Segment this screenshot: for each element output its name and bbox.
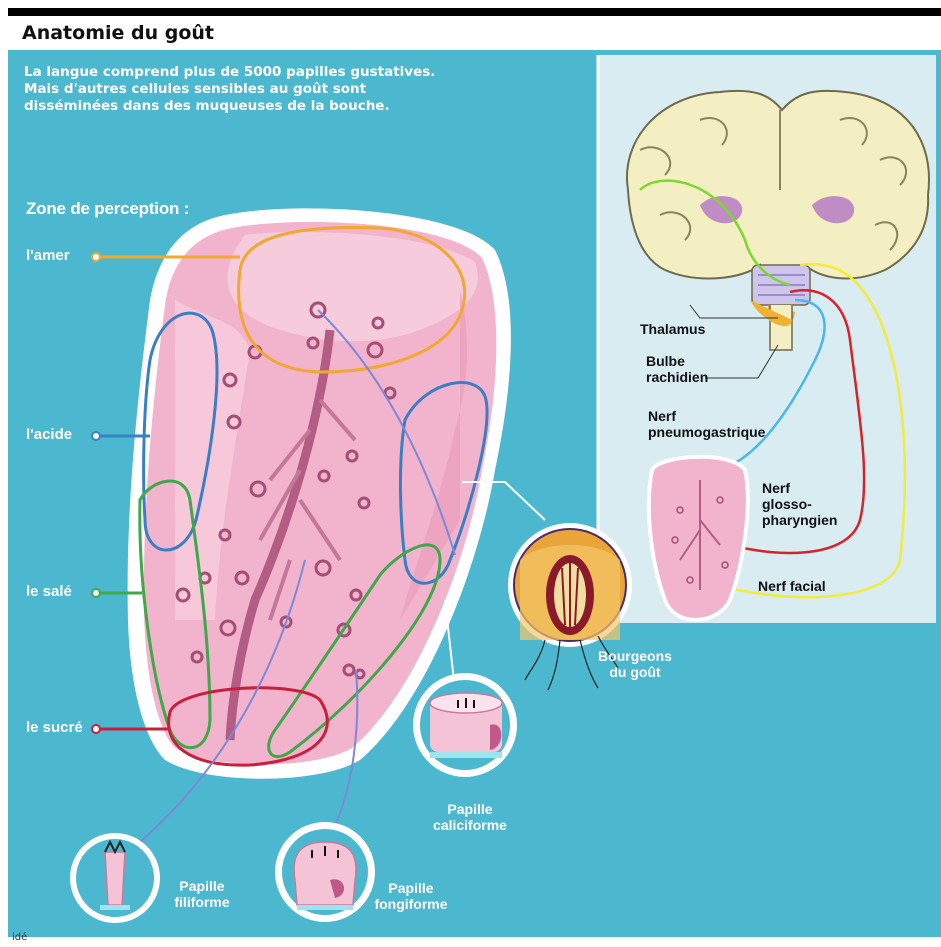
label-papille-fongiforme: Papille fongiforme	[366, 880, 456, 912]
label-thalamus: Thalamus	[640, 321, 705, 337]
label-line: du goût	[585, 664, 685, 680]
credit: idé	[12, 932, 27, 943]
zone-label-amer: l'amer	[26, 247, 70, 264]
label-bourgeons: Bourgeons du goût	[585, 648, 685, 680]
label-line: Bulbe	[646, 353, 708, 369]
label-line: pneumogastrique	[648, 424, 765, 440]
small-tongue	[649, 457, 748, 620]
label-line: Nerf	[762, 480, 837, 496]
label-line: pharyngien	[762, 512, 837, 528]
label-line: Papille	[366, 880, 456, 896]
intro-text: La langue comprend plus de 5000 papilles…	[24, 64, 504, 115]
label-nerf-pneumo: Nerf pneumogastrique	[648, 408, 765, 440]
filiforme-magnifier	[70, 833, 160, 923]
caliciforme-magnifier	[413, 673, 517, 777]
label-line: caliciforme	[420, 817, 520, 833]
zone-label-sucre: le sucré	[26, 719, 83, 736]
label-bulbe: Bulbe rachidien	[646, 353, 708, 385]
fongiforme-magnifier	[275, 822, 375, 922]
zone-label-sale: le salé	[26, 583, 72, 600]
label-line: filiforme	[162, 894, 242, 910]
zone-label-acide: l'acide	[26, 426, 72, 443]
zone-heading: Zone de perception :	[26, 199, 189, 219]
label-nerf-facial: Nerf facial	[758, 578, 826, 594]
label-line: Nerf	[648, 408, 765, 424]
intro-line: disséminées dans des muqueuses de la bou…	[24, 98, 504, 115]
label-line: fongiforme	[366, 896, 456, 912]
label-papille-filiforme: Papille filiforme	[162, 878, 242, 910]
intro-line: La langue comprend plus de 5000 papilles…	[24, 64, 504, 81]
label-line: Papille	[162, 878, 242, 894]
label-line: glosso-	[762, 496, 837, 512]
label-line: rachidien	[646, 369, 708, 385]
label-nerf-glosso: Nerf glosso- pharyngien	[762, 480, 837, 528]
label-line: Papille	[420, 801, 520, 817]
label-papille-caliciforme: Papille caliciforme	[420, 801, 520, 833]
label-line: Bourgeons	[585, 648, 685, 664]
intro-line: Mais d'autres cellules sensibles au goût…	[24, 81, 504, 98]
